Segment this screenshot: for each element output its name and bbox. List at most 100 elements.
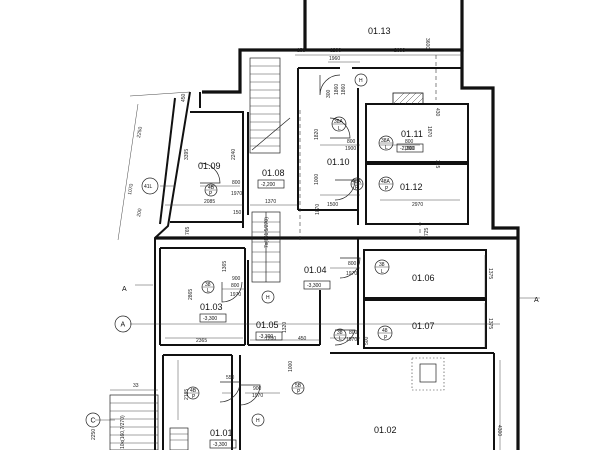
door-tag-5-top: 48A: [352, 179, 362, 185]
dim-725: 725: [424, 227, 430, 236]
door-tag-9-top: 48: [382, 328, 388, 334]
h-circle-1: [354, 73, 368, 87]
h-circle-3: [251, 413, 265, 427]
door-swings: [199, 74, 361, 406]
level-0101: -3,300: [213, 442, 227, 448]
dim-300: 300: [326, 89, 332, 98]
hatched-shaft: [392, 92, 445, 391]
room-0111: 01.11: [401, 129, 423, 139]
interior-walls: [159, 67, 495, 450]
room-0109: 01.09: [198, 161, 221, 171]
dim-800f: 800: [349, 330, 358, 336]
door-tag-3-top: 38A: [381, 138, 391, 144]
axis-41l-label: 41L: [144, 184, 153, 190]
dim-1200b: 1200: [265, 336, 276, 342]
dim-1370: 1370: [265, 199, 276, 205]
door-tag-11-bot: P: [192, 394, 196, 400]
dim-1070: 1070: [315, 204, 321, 215]
door-tags: 4B P 38A L 38A L 48A P 48A P 38 L 38 L 3…: [186, 116, 394, 400]
dim-150b: 150: [233, 210, 242, 216]
dim-1900b: 1900: [404, 146, 415, 152]
dim-1970f: 1970: [252, 393, 263, 399]
room-0106: 01.06: [412, 273, 435, 283]
dim-450b: 450: [298, 336, 307, 342]
room-0110: 01.10: [327, 157, 350, 167]
door-tag-8-top: 38: [337, 330, 343, 336]
axis-c-label: C: [91, 418, 96, 425]
dim-2970: 2970: [412, 202, 423, 208]
stair-main: 7x(161,5/270): [249, 57, 291, 283]
dim-1970c: 1970: [230, 292, 241, 298]
door-tag-6-bot: L: [381, 269, 384, 275]
room-0105: 01.05: [256, 320, 279, 330]
h-label-3: H: [256, 418, 260, 424]
dim-430: 430: [434, 108, 440, 117]
door-tag-8-bot: L: [339, 336, 342, 342]
axis-a-circle: [114, 315, 132, 333]
door-tag-1-top: 4B: [208, 185, 215, 191]
dim-2250: 2250: [136, 126, 144, 138]
door-tag-4-bot: P: [385, 186, 389, 192]
level-0104: -3,300: [307, 283, 321, 289]
dim-765: 765: [185, 226, 191, 235]
door-tag-7-top: 38: [205, 282, 211, 288]
door-tag-2-bot: L: [338, 126, 341, 132]
dim-3600: 3600: [424, 38, 430, 49]
dim-1820: 1820: [314, 129, 320, 140]
dim-1960: 1960: [329, 56, 340, 62]
door-tag-2-top: 38A: [334, 119, 344, 125]
section-a-right: A: [534, 297, 539, 304]
level-0111: -2,200: [400, 146, 414, 152]
dim-800c: 800: [405, 139, 414, 145]
dim-900: 900: [232, 276, 241, 282]
level-0105: -3,300: [259, 334, 273, 340]
dim-1500: 1500: [327, 202, 338, 208]
dimension-lines: [110, 54, 501, 450]
door-tag-9-bot: P: [384, 335, 388, 341]
stair-lower-left: 10x(160,7/270): [109, 394, 189, 450]
dim-1900a: 1900: [345, 146, 356, 152]
door-tag-3-bot: L: [385, 145, 388, 151]
axis-a-label: A: [121, 322, 126, 329]
dim-1000b: 1000: [288, 361, 294, 372]
dim-1860: 1860: [334, 84, 340, 95]
room-0112: 01.12: [400, 182, 423, 192]
dim-1860b: 1860: [341, 84, 347, 95]
door-tag-6-top: 38: [379, 262, 385, 268]
h-label-1: H: [359, 78, 363, 84]
stair-label-2: 10x(160,7/270): [120, 415, 126, 449]
axis-c-circle: [85, 412, 101, 428]
level-0103: -3,300: [203, 316, 217, 322]
dim-1070b: 1070: [127, 183, 135, 195]
dim-800b: 800: [347, 139, 356, 145]
dim-800e: 800: [231, 283, 240, 289]
dim-500: 500: [364, 336, 370, 345]
dim-1970b: 1970: [346, 271, 357, 277]
dim-2865: 2865: [188, 289, 194, 300]
level-markers: -2,200 -2,200 -3,300 -3,300 -3,300 -3,30…: [199, 143, 424, 449]
room-0107: 01.07: [412, 321, 435, 331]
h-label-2: H: [266, 295, 270, 301]
dim-1970e: 1970: [346, 337, 357, 343]
dim-3395: 3395: [184, 149, 190, 160]
dim-450: 450: [181, 93, 187, 102]
stair-label-1: 7x(161,5/270): [264, 217, 270, 248]
dim-1320: 1320: [282, 322, 288, 333]
dim-2185: 2185: [184, 389, 190, 400]
room-0104: 01.04: [304, 265, 327, 275]
dim-1200: 1200: [330, 48, 341, 54]
door-tag-10-bot: P: [297, 389, 301, 395]
dim-1970a: 1970: [231, 191, 242, 197]
dim-1870: 1870: [426, 126, 432, 137]
h-circle-2: [261, 290, 275, 304]
dim-4300: 4300: [496, 425, 502, 436]
dim-800d: 800: [348, 261, 357, 267]
door-tag-1-bot: P: [209, 191, 213, 197]
dim-1365: 1365: [222, 261, 228, 272]
room-0102: 01.02: [374, 425, 397, 435]
dim-2365: 2365: [196, 338, 207, 344]
door-tag-10-top: 5B: [295, 383, 302, 389]
dashed-lines: [299, 55, 437, 240]
